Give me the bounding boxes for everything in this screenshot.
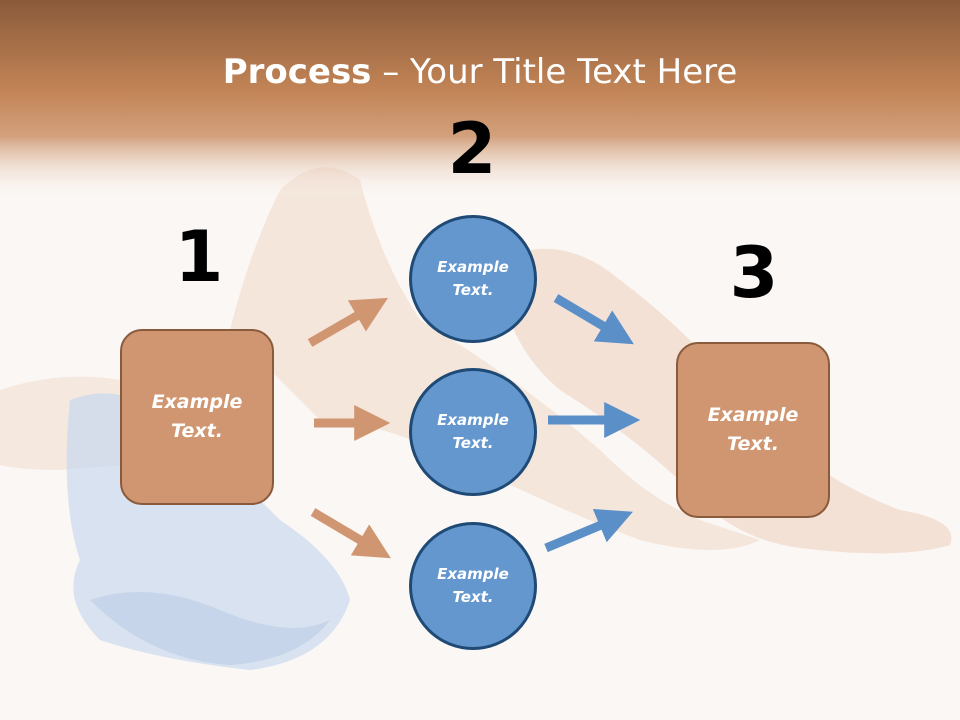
title-rest: – Your Title Text Here: [371, 52, 738, 92]
circle-center-text: Example Text.: [437, 411, 509, 452]
step-3-box: Example Text.: [676, 342, 830, 518]
middle-circle-top: Example Text.: [409, 215, 537, 343]
circle-top-text: Example Text.: [437, 258, 509, 299]
step-3-text: Example Text.: [707, 404, 799, 455]
step-number-2: 2: [447, 108, 497, 190]
arrow-to-top-circle: [307, 297, 389, 347]
title-bold: Process: [222, 52, 372, 92]
step-1-box: Example Text.: [120, 329, 274, 505]
middle-circle-bottom: Example Text.: [409, 522, 537, 650]
circle-bottom-text: Example Text.: [437, 565, 509, 606]
middle-circle-center: Example Text.: [409, 368, 537, 496]
page-title: Process – Your Title Text Here: [0, 52, 960, 92]
step-1-text: Example Text.: [151, 391, 243, 442]
arrow-to-bottom-circle: [310, 508, 391, 559]
arrow-from-top-circle: [553, 294, 634, 345]
arrow-from-bottom-circle: [544, 509, 633, 553]
step-number-1: 1: [174, 216, 224, 298]
step-number-3: 3: [729, 232, 779, 314]
